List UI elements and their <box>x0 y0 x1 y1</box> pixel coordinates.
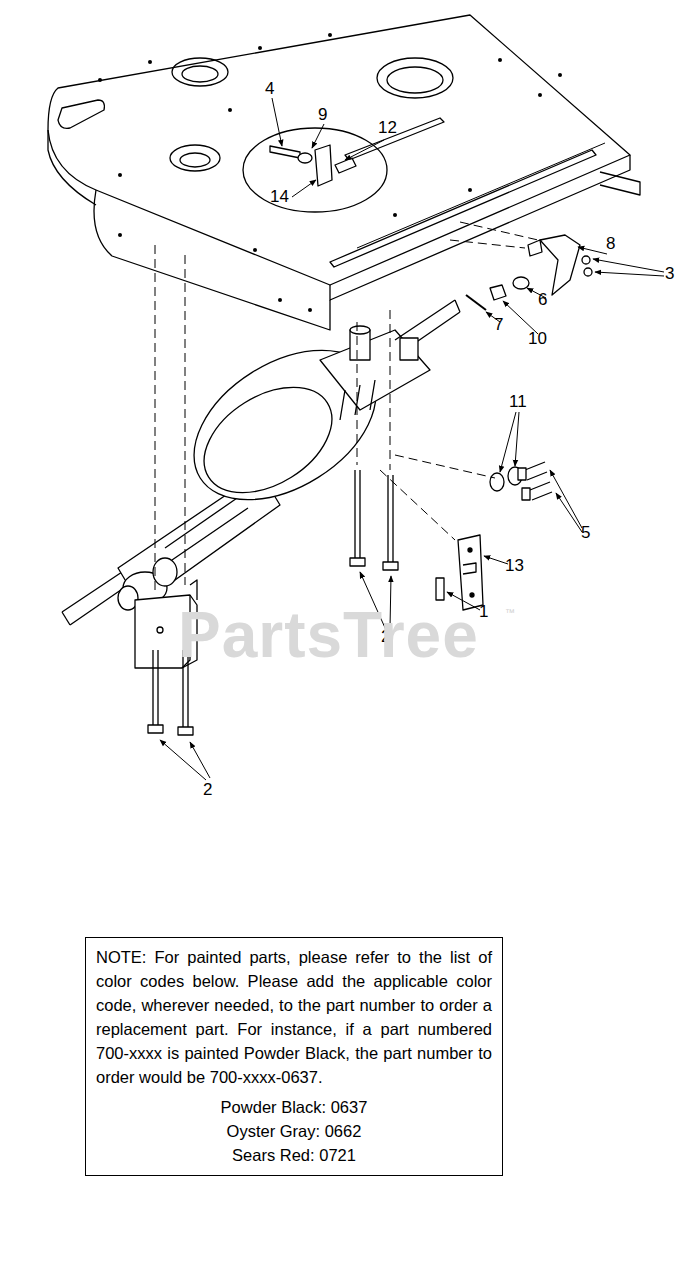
callout-number: 11 <box>509 393 527 411</box>
callout-number: 3 <box>665 265 674 283</box>
callout-number: 6 <box>538 291 547 309</box>
color-code: Powder Black: 0637 <box>96 1095 492 1119</box>
callout-number: 1 <box>479 603 488 621</box>
watermark: PartsTree <box>178 602 479 668</box>
callout-number: 12 <box>378 119 397 137</box>
callout-number: 4 <box>265 80 274 98</box>
color-code: Sears Red: 0721 <box>96 1143 492 1167</box>
callout-number: 7 <box>494 316 503 334</box>
trademark-mark: ™ <box>505 608 515 618</box>
callout-number: 14 <box>270 188 289 206</box>
callout-number: 8 <box>606 235 615 253</box>
callout-number: 10 <box>528 330 547 348</box>
color-code: Oyster Gray: 0662 <box>96 1119 492 1143</box>
callout-number: 5 <box>581 524 590 542</box>
note-text: NOTE: For painted parts, please refer to… <box>96 945 492 1089</box>
note-box: NOTE: For painted parts, please refer to… <box>85 937 503 1176</box>
callout-number: 13 <box>505 557 524 575</box>
callout-number: 2 <box>203 781 212 799</box>
callout-number: 9 <box>318 106 327 124</box>
